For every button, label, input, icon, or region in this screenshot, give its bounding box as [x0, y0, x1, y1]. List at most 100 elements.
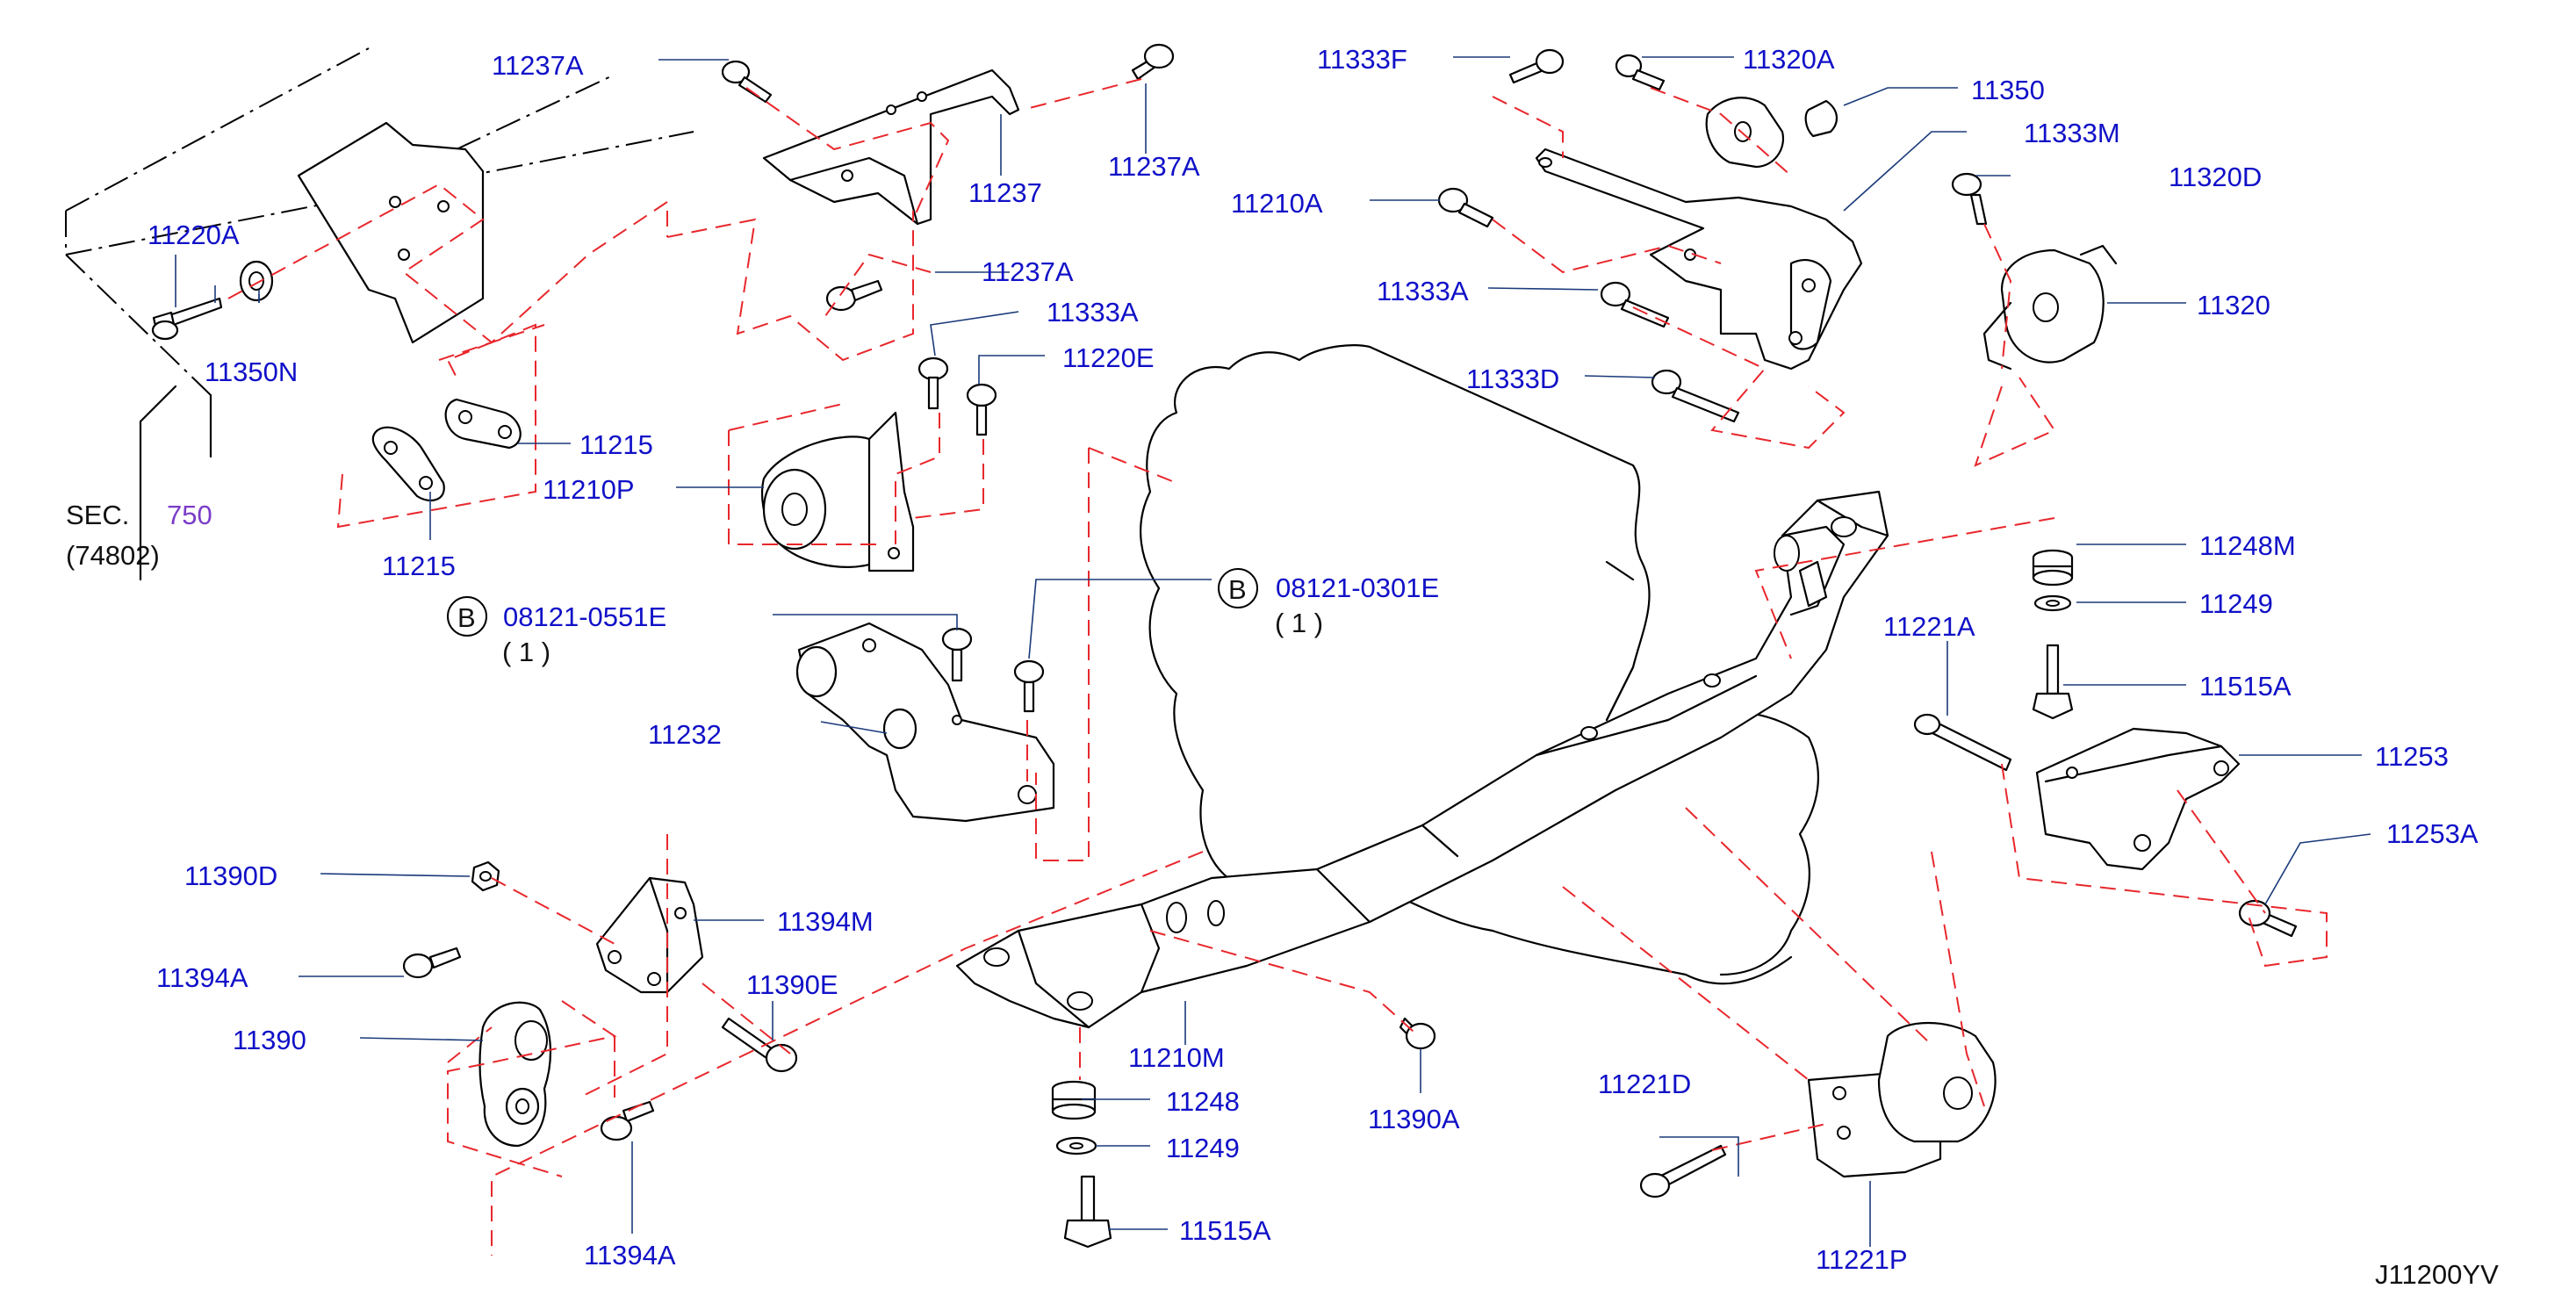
spacer-11215-a	[444, 398, 522, 450]
bolt-11221A	[1913, 713, 2012, 772]
bolt-11237A-right	[1131, 43, 1175, 81]
label-11237: 11237	[968, 177, 1042, 208]
bolt-11320D	[1951, 172, 1988, 226]
sec-number-link[interactable]: 750	[167, 500, 212, 530]
diagram-code: J11200YV	[2375, 1259, 2499, 1290]
bolt-11394A-b	[600, 1100, 655, 1141]
bolt-callout-right: B 08121-0301E ( 1 )	[1218, 568, 1439, 638]
label-11394A-b: 11394A	[584, 1240, 676, 1271]
label-11221D: 11221D	[1598, 1069, 1691, 1099]
label-11515A-a: 11515A	[2199, 671, 2292, 702]
label-11210M: 11210M	[1128, 1042, 1225, 1073]
bracket-11253	[2035, 727, 2241, 871]
bolt-11221D	[1639, 1144, 1727, 1199]
label-11210A: 11210A	[1231, 188, 1323, 219]
bolt-11333D	[1651, 369, 1740, 423]
callout-part-right: 08121-0301E	[1276, 572, 1439, 603]
insulator-11350	[1705, 97, 1838, 169]
bracket-11237	[762, 68, 1020, 226]
washer-11249-b	[1055, 1136, 1097, 1155]
leader-lines	[175, 56, 2371, 1247]
badge-letter-left: B	[457, 602, 476, 633]
label-11394M: 11394M	[777, 906, 874, 937]
label-11350: 11350	[1971, 75, 2045, 105]
label-11320D: 11320D	[2169, 162, 2262, 192]
label-11248: 11248	[1166, 1086, 1240, 1117]
section-reference: SEC. 750 (74802)	[66, 500, 212, 571]
label-11237A-mid: 11237A	[982, 256, 1074, 287]
badge-circle-right	[1218, 568, 1258, 608]
insulator-11221P	[1807, 1022, 1997, 1178]
stopper-11248M	[2032, 549, 2074, 587]
label-11220A: 11220A	[148, 220, 240, 250]
nut-11350N	[239, 260, 274, 302]
engine-block	[1140, 344, 1819, 985]
bolt-11390E	[721, 1017, 798, 1073]
label-11333A-a: 11333A	[1047, 297, 1139, 328]
label-11350N: 11350N	[205, 356, 298, 387]
badge-letter-right: B	[1228, 574, 1247, 605]
label-11220E: 11220E	[1062, 342, 1155, 373]
bolt-11237A-top	[721, 60, 773, 104]
spacer-11215-b	[371, 426, 445, 502]
washer-11249-a	[2033, 594, 2072, 612]
label-11390: 11390	[233, 1025, 306, 1055]
label-11320: 11320	[2197, 290, 2270, 320]
callout-qty-right: ( 1 )	[1275, 608, 1323, 638]
bracket-11232	[795, 622, 1055, 823]
label-11215-a: 11215	[579, 429, 653, 460]
bolt-11390A	[1399, 1017, 1436, 1050]
bolt-11515A-a	[2032, 644, 2074, 720]
bracket-11333M	[1535, 148, 1863, 371]
bolt-11333F	[1508, 48, 1565, 84]
bolt-11210A	[1437, 187, 1494, 228]
label-11249-b: 11249	[1166, 1133, 1240, 1163]
sec-subref: (74802)	[66, 540, 160, 571]
label-11333F: 11333F	[1317, 44, 1407, 75]
badge-circle-left	[447, 596, 487, 637]
bracket-11394M	[595, 876, 704, 994]
label-11253A: 11253A	[2386, 818, 2479, 849]
label-11237A-right: 11237A	[1108, 151, 1200, 182]
insulator-11390	[479, 1001, 551, 1148]
sec-prefix: SEC.	[66, 500, 129, 530]
bolt-11320A	[1615, 54, 1666, 91]
callout-qty-left: ( 1 )	[502, 637, 550, 667]
label-11215-b: 11215	[382, 551, 456, 581]
part-labels: 11237A 11237A 11237 11237A 11220A 11350N…	[148, 44, 2479, 1275]
label-11390D: 11390D	[184, 860, 277, 891]
nut-11390D	[471, 860, 500, 892]
label-11221P: 11221P	[1816, 1244, 1908, 1275]
bolt-11333A-a	[917, 356, 949, 410]
bolt-11220A	[151, 297, 223, 341]
label-11515A-b: 11515A	[1179, 1215, 1271, 1246]
insulator-11210P	[760, 411, 915, 572]
label-11232: 11232	[648, 719, 722, 750]
assembly-guides	[227, 78, 2328, 1256]
bolt-08121-0301E	[1013, 659, 1045, 713]
label-11221A: 11221A	[1883, 611, 1975, 642]
label-11390A: 11390A	[1368, 1104, 1460, 1134]
insulator-11320	[1982, 244, 2118, 371]
bolt-11220E	[966, 383, 997, 436]
label-11320A: 11320A	[1743, 44, 1835, 75]
label-11249-a: 11249	[2199, 588, 2273, 619]
label-11248M: 11248M	[2199, 530, 2296, 561]
label-11333D: 11333D	[1466, 364, 1559, 394]
label-11394A-a: 11394A	[156, 962, 248, 993]
label-11210P: 11210P	[543, 474, 635, 505]
stopper-11248	[1051, 1080, 1097, 1120]
bolt-11515A-b	[1063, 1175, 1112, 1249]
bolt-11253A	[2238, 899, 2298, 938]
label-11390E: 11390E	[746, 969, 838, 1000]
label-11253: 11253	[2375, 741, 2449, 772]
frame-side-bracket	[297, 121, 485, 344]
label-11333M: 11333M	[2024, 118, 2120, 148]
bolt-11237A-mid	[825, 279, 883, 312]
bolt-11394A-a	[402, 947, 462, 979]
label-11333A-b: 11333A	[1377, 276, 1469, 306]
bolt-08121-0551E	[941, 627, 973, 682]
bolt-11333A-b	[1600, 281, 1670, 328]
center-member-11210M	[955, 490, 1889, 1029]
